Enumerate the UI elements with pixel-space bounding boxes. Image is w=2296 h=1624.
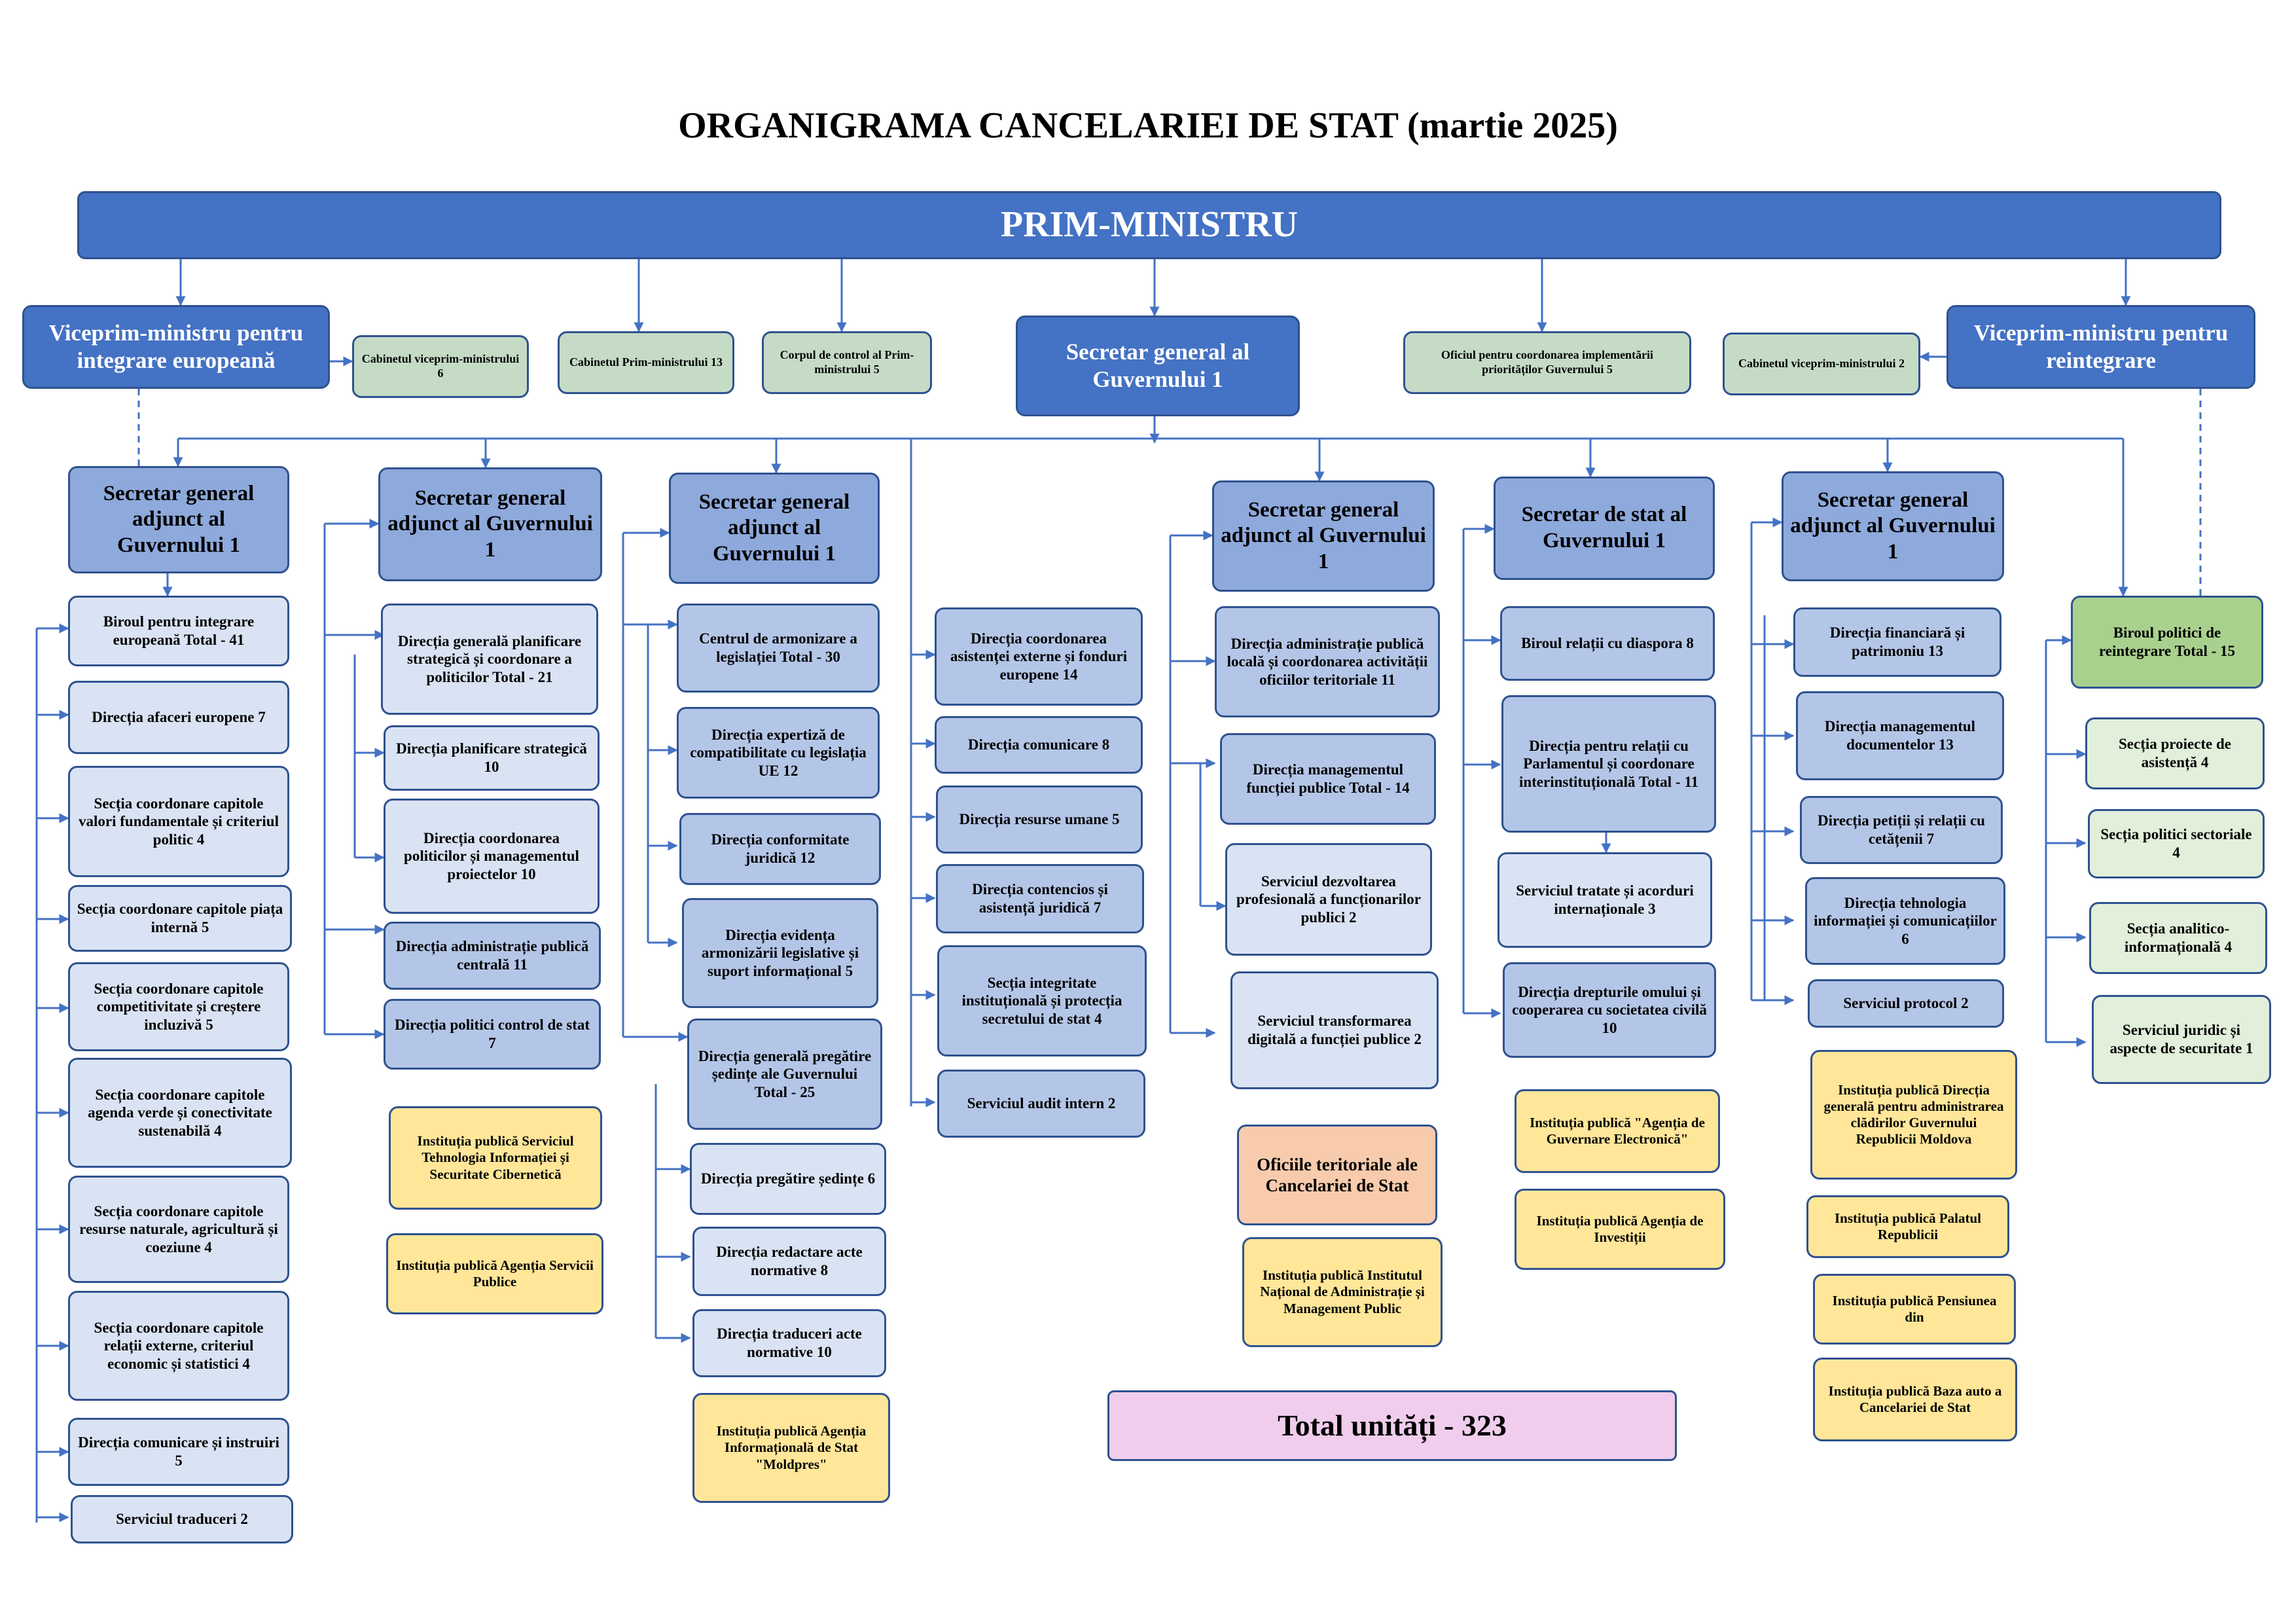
col5-item: Direcția administrație publică locală și… — [1215, 606, 1440, 717]
col8-item: Serviciul juridic și aspecte de securita… — [2092, 995, 2271, 1084]
col8-item: Secția analitico-informațională 4 — [2089, 902, 2267, 974]
col4-item: Direcția contencios și asistență juridic… — [936, 864, 1144, 933]
col1-item: Secția coordonare capitole competitivita… — [68, 962, 289, 1051]
col2-item: Direcția coordonarea politicilor și mana… — [384, 799, 600, 914]
col6-item: Direcția pentru relații cu Parlamentul ș… — [1501, 695, 1716, 833]
col4-item: Direcția comunicare 8 — [935, 716, 1143, 774]
viceprim-ministru-eu: Viceprim-ministru pentru integrare europ… — [22, 305, 330, 389]
col5-item: Serviciul dezvoltarea profesională a fun… — [1225, 843, 1432, 956]
col3-item: Direcția traduceri acte normative 10 — [692, 1309, 886, 1377]
col3-item: Direcția redactare acte normative 8 — [692, 1227, 886, 1296]
col1-item: Direcția comunicare și instruiri 5 — [68, 1418, 289, 1486]
col2-inst: Instituția publică Agenția Servicii Publ… — [386, 1233, 603, 1314]
col1-item: Secția coordonare capitole piața internă… — [68, 885, 292, 952]
col2-item: Direcția administrație publică centrală … — [384, 922, 601, 990]
col1-item: Secția coordonare capitole valori fundam… — [68, 766, 289, 877]
col6-item: Direcția drepturile omului și cooperarea… — [1503, 962, 1716, 1058]
col7-head: Secretar general adjunct al Guvernului 1 — [1782, 471, 2004, 581]
col3-item: Direcția conformitate juridică 12 — [679, 813, 881, 885]
secretar-general: Secretar general al Guvernului 1 — [1016, 316, 1300, 416]
col1-item: Serviciul traduceri 2 — [71, 1495, 293, 1543]
col3-item: Centrul de armonizare a legislației Tota… — [677, 604, 880, 693]
col2-item: Direcția planificare strategică 10 — [384, 725, 600, 791]
col7-item: Direcția tehnologia informației și comun… — [1805, 877, 2005, 965]
col5-inst: Instituția publică Institutul Național d… — [1242, 1237, 1443, 1347]
col6-item: Serviciul tratate și acorduri internațio… — [1498, 852, 1712, 948]
oficiul-coordonare: Oficiul pentru coordonarea implementării… — [1403, 331, 1691, 394]
col5-head: Secretar general adjunct al Guvernului 1 — [1212, 480, 1435, 592]
col2-item: Direcția politici control de stat 7 — [384, 999, 601, 1070]
col4-item: Serviciul audit intern 2 — [937, 1070, 1145, 1138]
col6-item: Biroul relații cu diaspora 8 — [1500, 606, 1715, 681]
col1-item: Direcția afaceri europene 7 — [68, 681, 289, 754]
col3-item: Direcția expertiză de compatibilitate cu… — [677, 707, 880, 799]
col3-item: Direcția pregătire ședințe 6 — [690, 1143, 886, 1215]
col5-item: Serviciul transformarea digitală a funcț… — [1230, 971, 1439, 1089]
col1-item: Secția coordonare capitole relații exter… — [68, 1291, 289, 1401]
col8-item: Secția proiecte de asistență 4 — [2085, 717, 2265, 789]
col2-item: Direcția generală planificare strategică… — [381, 604, 598, 715]
col4-item: Secția integritate instituțională și pro… — [937, 945, 1147, 1056]
col8-head: Biroul politici de reintegrare Total - 1… — [2071, 596, 2263, 689]
col3-inst: Instituția publică Agenția Informațional… — [692, 1393, 890, 1503]
total-units: Total unități - 323 — [1107, 1390, 1677, 1461]
col7-inst: Instituția publică Palatul Republicii — [1806, 1195, 2009, 1258]
col4-item: Direcția coordonarea asistenței externe … — [935, 607, 1143, 706]
col2-head: Secretar general adjunct al Guvernului 1 — [378, 467, 602, 581]
col3-item: Direcția evidența armonizării legislativ… — [682, 898, 878, 1008]
col7-inst: Instituția publică Baza auto a Cancelari… — [1813, 1358, 2017, 1441]
col3-item: Direcția generală pregătire ședințe ale … — [687, 1019, 882, 1130]
col5-oficii: Oficiile teritoriale ale Cancelariei de … — [1237, 1125, 1437, 1225]
col1-head: Secretar general adjunct al Guvernului 1 — [68, 466, 289, 573]
col1-item: Secția coordonare capitole resurse natur… — [68, 1176, 289, 1283]
cabinet-viceprim-6: Cabinetul viceprim-ministrului 6 — [352, 335, 529, 398]
prim-ministru: PRIM-MINISTRU — [77, 191, 2221, 259]
col7-item: Direcția petiții și relații cu cetățenii… — [1800, 796, 2003, 864]
col7-item: Serviciul protocol 2 — [1808, 979, 2004, 1028]
col6-head: Secretar de stat al Guvernului 1 — [1494, 477, 1715, 580]
col1-item: Secția coordonare capitole agenda verde … — [68, 1058, 292, 1168]
col7-item: Direcția financiară și patrimoniu 13 — [1793, 607, 2001, 677]
col6-inst: Instituția publică Agenția de Investiții — [1515, 1189, 1725, 1270]
cabinet-viceprim-2: Cabinetul viceprim-ministrului 2 — [1723, 333, 1920, 395]
col7-inst: Instituția publică Pensiunea din — [1813, 1274, 2016, 1344]
col7-item: Direcția managementul documentelor 13 — [1796, 691, 2004, 780]
corp-control: Corpul de control al Prim-ministrului 5 — [762, 331, 932, 394]
col1-item: Biroul pentru integrare europeană Total … — [68, 596, 289, 666]
col4-item: Direcția resurse umane 5 — [936, 785, 1143, 854]
viceprim-ministru-reintegrare: Viceprim-ministru pentru reintegrare — [1946, 305, 2255, 389]
col5-item: Direcția managementul funcției publice T… — [1220, 733, 1436, 825]
cabinet-prim-ministru: Cabinetul Prim-ministrului 13 — [558, 331, 734, 394]
col2-inst: Instituția publică Serviciul Tehnologia … — [389, 1106, 602, 1210]
page-title: ORGANIGRAMA CANCELARIEI DE STAT (martie … — [678, 105, 1618, 146]
col8-item: Secția politici sectoriale 4 — [2088, 809, 2265, 878]
col7-inst: Instituția publică Direcția generală pen… — [1810, 1050, 2017, 1180]
col6-inst: Instituția publică "Agenția de Guvernare… — [1515, 1089, 1720, 1173]
col3-head: Secretar general adjunct al Guvernului 1 — [669, 473, 880, 584]
